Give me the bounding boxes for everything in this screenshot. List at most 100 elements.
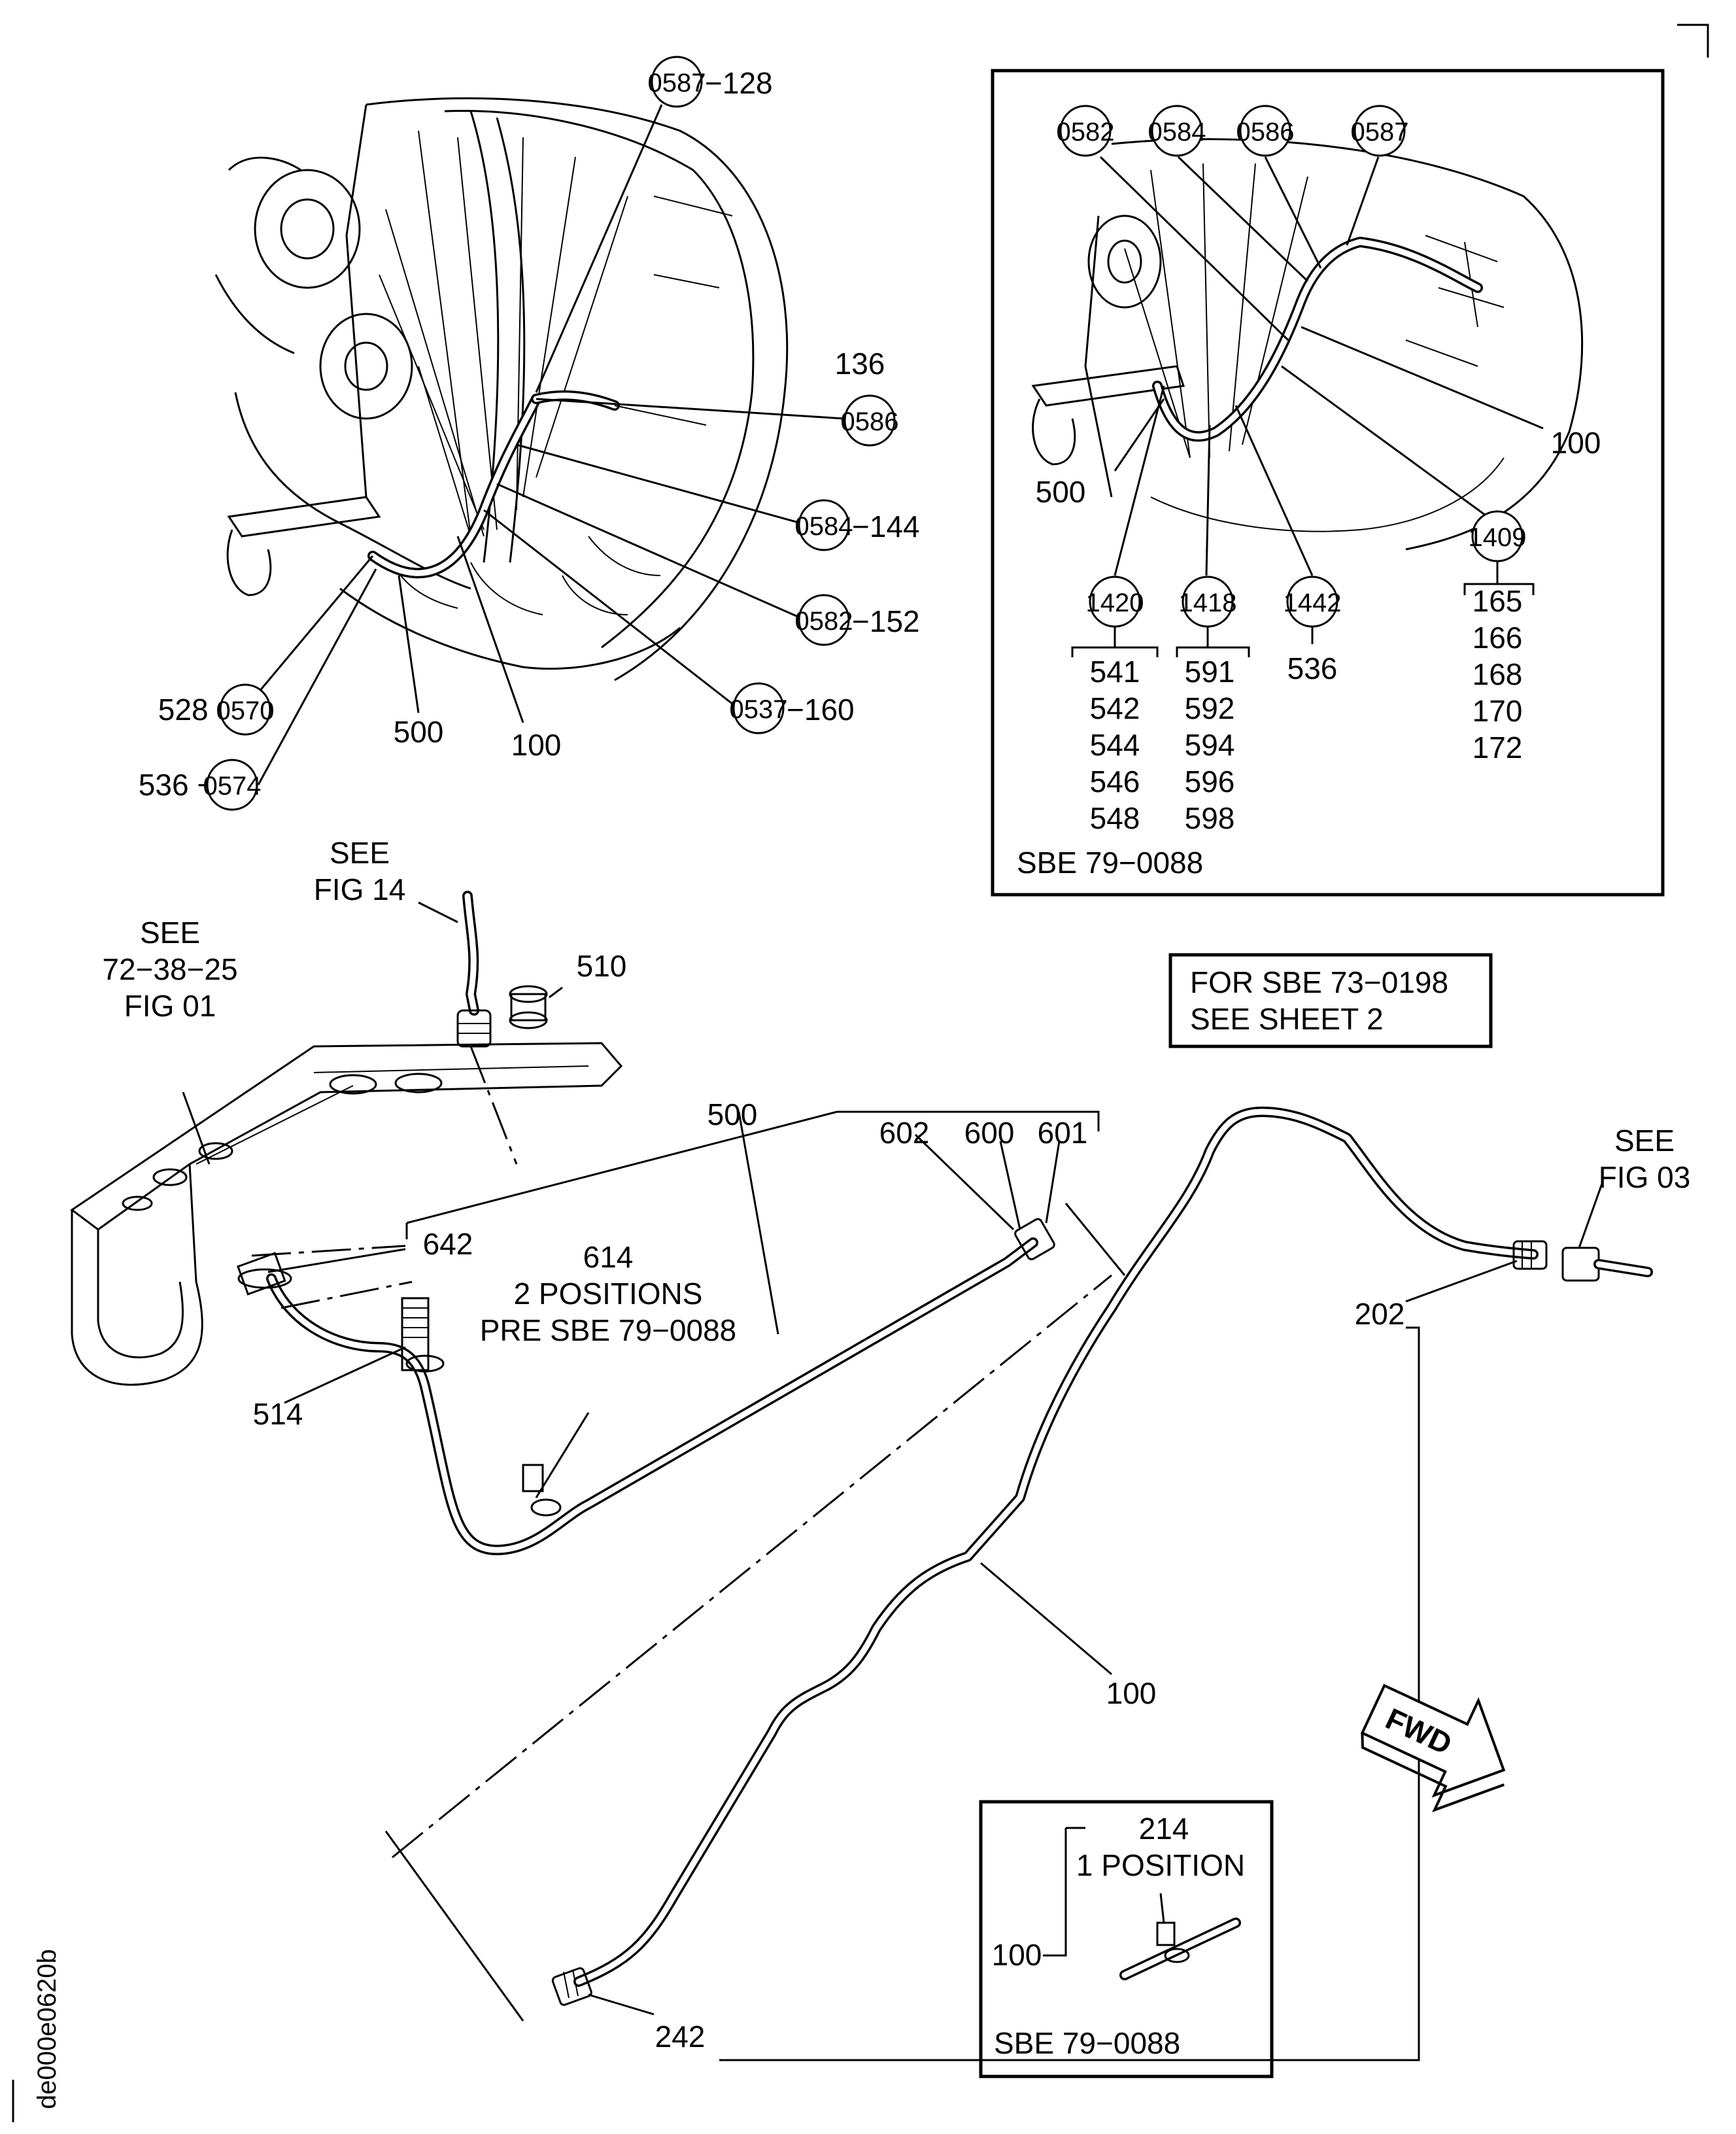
svg-text:0574: 0574 bbox=[203, 772, 262, 800]
svg-text:536: 536 bbox=[1287, 651, 1338, 685]
svg-text:−152: −152 bbox=[852, 604, 920, 638]
dimension-202-242 bbox=[719, 1326, 1420, 2061]
inset-small-100: 100 bbox=[992, 1938, 1042, 1972]
svg-text:594: 594 bbox=[1185, 728, 1235, 762]
inset-small-caption: SBE 79−0088 bbox=[994, 2026, 1180, 2060]
leader-72-38-25 bbox=[182, 1092, 211, 1165]
svg-text:SEE: SEE bbox=[1614, 1124, 1675, 1158]
inset-group-1420: 541 542 544 546 548 bbox=[1071, 627, 1159, 835]
svg-text:PRE SBE 79−0088: PRE SBE 79−0088 bbox=[480, 1313, 737, 1347]
inset-sbe-frame bbox=[991, 69, 1665, 897]
label-514: 514 bbox=[253, 1397, 303, 1431]
svg-text:1409: 1409 bbox=[1469, 523, 1527, 552]
svg-text:0587: 0587 bbox=[648, 69, 706, 97]
svg-text:168: 168 bbox=[1472, 657, 1523, 691]
centerline-642b bbox=[281, 1281, 413, 1309]
svg-text:166: 166 bbox=[1472, 621, 1523, 655]
leader-100 bbox=[980, 1562, 1112, 1676]
leader-fig14 bbox=[418, 901, 458, 923]
inset-label-100: 100 bbox=[1551, 426, 1601, 460]
inset-caption: SBE 79−0088 bbox=[1017, 846, 1203, 880]
svg-text:542: 542 bbox=[1090, 691, 1140, 725]
svg-text:541: 541 bbox=[1090, 655, 1140, 689]
inset-small-1pos: 1 POSITION bbox=[1076, 1848, 1245, 1882]
leader-514 bbox=[284, 1346, 406, 1404]
leader-202 bbox=[1405, 1260, 1518, 1303]
leader-500 bbox=[738, 1111, 779, 1335]
drawing-id: de000e0620b bbox=[33, 1949, 61, 2109]
dimension-ticks bbox=[384, 1203, 1126, 2022]
svg-text:0582: 0582 bbox=[1057, 118, 1115, 146]
callout-0587-128: 0587 −128 bbox=[648, 56, 773, 108]
label-100: 100 bbox=[1106, 1676, 1157, 1710]
note-line-1: FOR SBE 73−0198 bbox=[1190, 965, 1448, 999]
label-600: 600 bbox=[964, 1116, 1015, 1150]
svg-text:SEE: SEE bbox=[330, 836, 390, 870]
svg-text:0586: 0586 bbox=[1236, 118, 1295, 146]
svg-text:0587: 0587 bbox=[1351, 118, 1409, 146]
callout-528-0570: 528 − 0570 bbox=[158, 683, 275, 736]
callout-0584-144: 0584 −144 bbox=[795, 499, 920, 551]
tube-100 bbox=[551, 1107, 1548, 2006]
top-leaders bbox=[244, 104, 844, 785]
svg-text:1418: 1418 bbox=[1179, 589, 1237, 617]
label-500: 500 bbox=[707, 1097, 758, 1131]
svg-text:546: 546 bbox=[1090, 765, 1140, 799]
svg-text:−128: −128 bbox=[705, 66, 773, 100]
leader-602-600-601 bbox=[914, 1133, 1061, 1231]
svg-text:0584: 0584 bbox=[1148, 118, 1206, 146]
label-242: 242 bbox=[655, 2020, 706, 2054]
inset-label-1442: 536 bbox=[1287, 627, 1338, 685]
inset-group-1409: 165 166 168 170 172 bbox=[1463, 561, 1535, 765]
inset-leaders bbox=[1099, 156, 1544, 576]
svg-text:548: 548 bbox=[1090, 801, 1140, 835]
callout-0582-152: 0582 −152 bbox=[795, 594, 920, 646]
svg-text:FIG 14: FIG 14 bbox=[314, 872, 406, 906]
engine-top-view bbox=[214, 97, 789, 681]
centerline-fig14 bbox=[469, 1046, 518, 1165]
inset-small-214: 214 bbox=[1139, 1812, 1189, 1846]
tube-500 bbox=[237, 1218, 1055, 1555]
svg-text:SEE: SEE bbox=[140, 916, 200, 950]
top-label-100: 100 bbox=[511, 728, 562, 762]
inset-label-500: 500 bbox=[1036, 475, 1086, 509]
label-614: 614 2 POSITIONS PRE SBE 79−0088 bbox=[480, 1240, 737, 1347]
corner-mark bbox=[1677, 24, 1709, 58]
fig03-fitting bbox=[1561, 1247, 1653, 1282]
svg-text:591: 591 bbox=[1185, 655, 1235, 689]
label-642: 642 bbox=[423, 1227, 473, 1261]
svg-text:FIG 03: FIG 03 bbox=[1599, 1160, 1691, 1194]
svg-text:FIG 01: FIG 01 bbox=[124, 989, 216, 1023]
leader-fig03 bbox=[1578, 1183, 1603, 1248]
svg-text:598: 598 bbox=[1185, 801, 1235, 835]
svg-text:72−38−25: 72−38−25 bbox=[102, 952, 237, 986]
callout-0537-160: 0537 −160 bbox=[730, 682, 855, 734]
inset-circles: 0582 0584 0586 0587 1409 1420 1418 1442 bbox=[1057, 105, 1527, 628]
callout-536-0574: 536 − 0574 bbox=[139, 759, 262, 811]
svg-text:−144: −144 bbox=[852, 509, 920, 543]
top-label-500: 500 bbox=[394, 715, 444, 749]
label-510: 510 bbox=[577, 949, 627, 983]
mounting-bracket bbox=[70, 1042, 623, 1386]
note-line-2: SEE SHEET 2 bbox=[1190, 1002, 1384, 1036]
svg-text:1442: 1442 bbox=[1284, 589, 1342, 617]
leader-510 bbox=[549, 986, 563, 999]
svg-text:596: 596 bbox=[1185, 765, 1235, 799]
inset-group-1418: 591 592 594 596 598 bbox=[1176, 627, 1250, 835]
svg-text:536 −: 536 − bbox=[139, 768, 214, 802]
label-602: 602 bbox=[879, 1116, 930, 1150]
svg-text:172: 172 bbox=[1472, 731, 1523, 765]
svg-text:165: 165 bbox=[1472, 584, 1523, 618]
svg-text:544: 544 bbox=[1090, 728, 1140, 762]
inset-small-view bbox=[1043, 1827, 1241, 1980]
svg-text:−160: −160 bbox=[787, 693, 855, 727]
svg-text:0584: 0584 bbox=[795, 512, 853, 541]
label-see-fig03: SEE FIG 03 bbox=[1599, 1124, 1691, 1194]
svg-text:0537: 0537 bbox=[730, 695, 788, 724]
label-601: 601 bbox=[1038, 1116, 1088, 1150]
note-box bbox=[1168, 953, 1493, 1048]
centerline-642a bbox=[251, 1245, 406, 1257]
svg-text:0570: 0570 bbox=[216, 697, 275, 725]
label-see-fig14: SEE FIG 14 bbox=[314, 836, 406, 906]
